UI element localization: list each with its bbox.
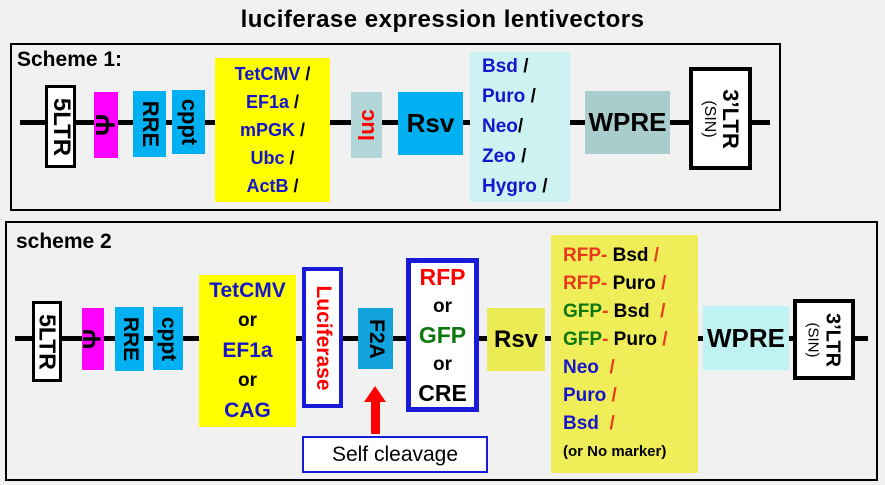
reporter-or: or	[433, 353, 452, 375]
scheme2-3ltr-text: 3’LTR (SIN)	[805, 312, 844, 366]
promoter-option: TetCMV	[209, 279, 286, 302]
scheme1-backbone-line	[20, 120, 770, 125]
scheme1-panel	[10, 43, 781, 211]
reporter-option: GFP	[418, 321, 467, 348]
scheme2-luciferase-label: Luciferase	[311, 284, 335, 391]
marker-note: (or No marker)	[563, 443, 667, 460]
marker-option: Hygro /	[482, 176, 548, 197]
scheme1-cppt-label: cppt	[176, 98, 202, 146]
promoter-option: CAG	[224, 399, 271, 422]
promoter-option: EF1a /	[245, 92, 300, 112]
promoter-option: ActB /	[246, 176, 299, 196]
scheme1-heading: Scheme 1:	[17, 48, 123, 71]
scheme1-luc-label: luc	[353, 109, 379, 141]
reporter-option: CRE	[418, 379, 467, 406]
scheme1-3ltr-text: 3’LTR (SIN)	[700, 88, 743, 149]
reporter-option: RFP	[419, 263, 466, 290]
self-cleavage-note: Self cleavage	[302, 436, 488, 473]
scheme2-marker-box: RFP- Bsd / RFP- Puro / GFP- Bsd / GFP- P…	[551, 235, 698, 473]
scheme2-wpre-box: WPRE	[703, 306, 789, 370]
scheme2-luciferase-box: Luciferase	[302, 267, 343, 408]
scheme1-rsv-box: Rsv	[398, 92, 463, 155]
self-cleavage-label: Self cleavage	[331, 442, 459, 466]
scheme1-rre-label: RRE	[137, 100, 163, 148]
promoter-option: mPGK /	[239, 120, 306, 140]
scheme2-f2a-label: F2A	[364, 318, 388, 359]
scheme1-marker-box: Bsd / Puro / Neo/ Zeo / Hygro /	[470, 52, 570, 202]
scheme2-f2a-box: F2A	[358, 308, 393, 369]
scheme2-reporter-box: RFP or GFP or CRE	[406, 258, 479, 412]
scheme1-luc-box: luc	[351, 92, 382, 158]
reporter-or: or	[433, 295, 452, 317]
marker-option: Zeo /	[482, 146, 527, 167]
scheme1-rre-box: RRE	[133, 91, 166, 157]
self-cleavage-arrow-stem	[371, 400, 380, 434]
promoter-option: TetCMV /	[234, 64, 311, 84]
scheme2-sin-label: (SIN)	[804, 321, 822, 357]
scheme2-rsv-label: Rsv	[493, 325, 539, 353]
scheme2-cppt-box: cppt	[153, 307, 183, 370]
scheme1-wpre-label: WPRE	[588, 107, 667, 137]
scheme1-5ltr-label: 5LTR	[47, 97, 75, 156]
promoter-option: EF1a	[222, 339, 273, 362]
scheme2-psi-box: Ψ	[79, 308, 107, 370]
marker-option: GFP- Bsd /	[563, 301, 666, 322]
scheme2-3ltr-box: 3’LTR (SIN)	[793, 299, 855, 380]
scheme1-sin-label: (SIN)	[700, 99, 718, 138]
scheme2-heading: scheme 2	[16, 230, 112, 253]
promoter-or: or	[238, 370, 257, 391]
scheme2-rsv-box: Rsv	[487, 308, 545, 371]
marker-option: Bsd /	[482, 56, 529, 77]
figure-title: luciferase expression lentivectors	[240, 6, 645, 33]
scheme1-3ltr-label: 3’LTR	[717, 88, 743, 149]
scheme2-panel	[5, 221, 878, 481]
marker-option: RFP- Puro /	[563, 273, 667, 294]
marker-option: Bsd /	[563, 413, 615, 434]
scheme1-wpre-box: WPRE	[585, 91, 670, 154]
promoter-option: Ubc /	[250, 148, 295, 168]
scheme1-5ltr-box: 5LTR	[45, 85, 76, 168]
scheme1-rsv-label: Rsv	[406, 108, 455, 138]
scheme2-wpre-label: WPRE	[707, 322, 785, 353]
marker-option: Neo /	[563, 357, 615, 378]
marker-option: Puro /	[482, 86, 536, 107]
scheme1-promoter-box: TetCMV / EF1a / mPGK / Ubc / ActB /	[215, 58, 330, 202]
scheme1-psi-box: Ψ	[91, 92, 121, 158]
scheme2-psi-label: Ψ	[78, 328, 107, 350]
scheme2-cppt-label: cppt	[157, 316, 180, 361]
marker-option: RFP- Bsd /	[563, 245, 660, 266]
scheme2-5ltr-label: 5LTR	[34, 313, 61, 370]
scheme2-rre-box: RRE	[115, 307, 144, 371]
scheme1-cppt-box: cppt	[172, 90, 205, 154]
scheme2-rre-label: RRE	[118, 316, 142, 362]
scheme2-5ltr-box: 5LTR	[32, 301, 62, 382]
scheme2-promoter-box: TetCMV or EF1a or CAG	[199, 275, 296, 427]
marker-option: Puro /	[563, 385, 617, 406]
scheme1-psi-label: Ψ	[90, 114, 121, 136]
scheme2-3ltr-label: 3’LTR	[821, 312, 844, 367]
marker-option: GFP- Puro /	[563, 329, 668, 350]
scheme1-3ltr-box: 3’LTR (SIN)	[689, 67, 752, 170]
marker-option: Neo/	[482, 116, 524, 137]
self-cleavage-arrow-icon	[364, 386, 386, 402]
promoter-or: or	[238, 310, 257, 331]
